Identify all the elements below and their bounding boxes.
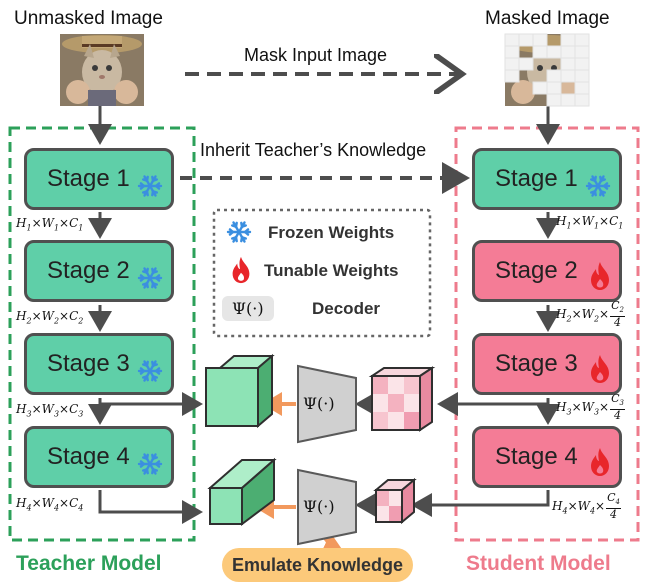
- inherit-knowledge-label: Inherit Teacher’s Knowledge: [198, 140, 429, 161]
- teacher-stage-2: Stage 2: [24, 240, 174, 302]
- snowflake-icon: [137, 453, 163, 475]
- student-dim-1: H1×W1×C1: [556, 214, 624, 231]
- stage-label: Stage 3: [495, 350, 578, 377]
- stage-label: Stage 3: [47, 350, 130, 377]
- legend-decoder-symbol: Ψ(·): [222, 296, 274, 321]
- stage-label: Stage 1: [47, 165, 130, 192]
- decoder-row4: [297, 468, 357, 546]
- stage-label: Stage 2: [47, 257, 130, 284]
- masked-image-title: Masked Image: [485, 8, 610, 29]
- teacher-box: [8, 126, 196, 542]
- teacher-dim-1: H1×W1×C1: [16, 216, 84, 233]
- legend-frozen-label: Frozen Weights: [268, 223, 395, 242]
- snowflake-icon: [226, 221, 252, 243]
- pink-feature-cube-row4: [373, 477, 417, 525]
- teacher-dim-3: H3×W3×C3: [16, 402, 84, 419]
- snowflake-icon: [137, 175, 163, 197]
- stage-label: Stage 1: [495, 165, 578, 192]
- teacher-dim-4: H4×W4×C4: [16, 496, 84, 513]
- pink-feature-cube-row3: [368, 366, 436, 432]
- green-feature-cube-row4: [207, 457, 277, 526]
- legend-decoder-label: Decoder: [312, 299, 381, 318]
- snowflake-icon: [585, 175, 611, 197]
- teacher-dim-2: H2×W2×C2: [16, 309, 84, 326]
- teacher-stage-3: Stage 3: [24, 333, 174, 395]
- emulate-knowledge-label: Emulate Knowledge: [222, 548, 414, 582]
- flame-icon: [591, 262, 609, 290]
- snowflake-icon: [137, 267, 163, 289]
- teacher-stage-1: Stage 1: [24, 148, 174, 210]
- flame-icon: [591, 355, 609, 383]
- student-stage-3: Stage 3: [472, 333, 622, 395]
- stage-label: Stage 2: [495, 257, 578, 284]
- student-box: [454, 126, 640, 542]
- snowflake-icon: [137, 360, 163, 382]
- stage-label: Stage 4: [495, 443, 578, 470]
- decoder-label-row4: Ψ(·): [303, 497, 335, 516]
- teacher-model-label: Teacher Model: [16, 552, 162, 575]
- legend-tunable-label: Tunable Weights: [264, 261, 399, 280]
- student-model-label: Student Model: [466, 552, 611, 575]
- unmasked-image-title: Unmasked Image: [14, 8, 163, 29]
- mask-input-label: Mask Input Image: [244, 45, 388, 65]
- student-stage-2: Stage 2: [472, 240, 622, 302]
- unmasked-cat-image: [60, 34, 144, 106]
- student-stage-4: Stage 4: [472, 426, 622, 488]
- teacher-stage-4: Stage 4: [24, 426, 174, 488]
- flame-icon: [232, 256, 250, 284]
- decoder-row3: [297, 364, 357, 444]
- decoder-label-row3: Ψ(·): [303, 394, 335, 413]
- stage-label: Stage 4: [47, 443, 130, 470]
- student-stage-1: Stage 1: [472, 148, 622, 210]
- flame-icon: [591, 448, 609, 476]
- green-feature-cube-row3: [205, 353, 275, 429]
- masked-cat-image: [504, 33, 590, 107]
